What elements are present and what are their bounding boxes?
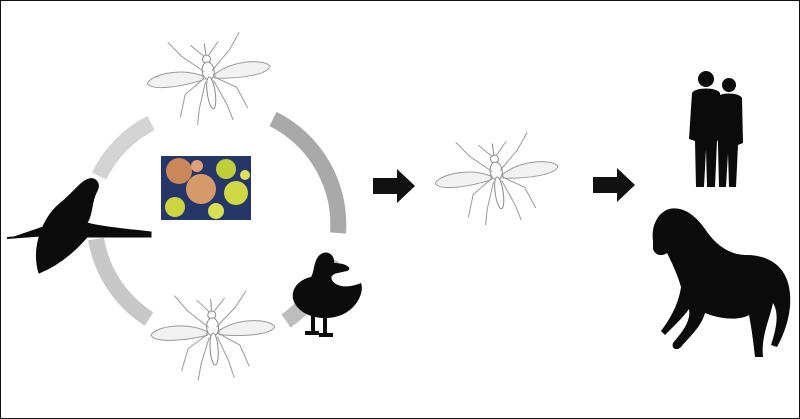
arrow-right-icon bbox=[373, 169, 415, 203]
ring-arc-top-left bbox=[99, 123, 151, 176]
ring-arc-bottom-left bbox=[96, 239, 149, 319]
arrow-right-icon bbox=[593, 168, 635, 202]
mosquito-icon bbox=[148, 289, 278, 383]
ring-arc-top-right bbox=[273, 119, 338, 233]
humans-icon bbox=[689, 71, 743, 187]
horse-icon bbox=[653, 208, 791, 357]
heron-icon bbox=[7, 179, 151, 273]
duck-icon bbox=[293, 253, 362, 337]
virus-micrograph-icon bbox=[161, 156, 251, 220]
mosquito-icon bbox=[142, 29, 277, 131]
mosquito-icon bbox=[430, 129, 565, 231]
